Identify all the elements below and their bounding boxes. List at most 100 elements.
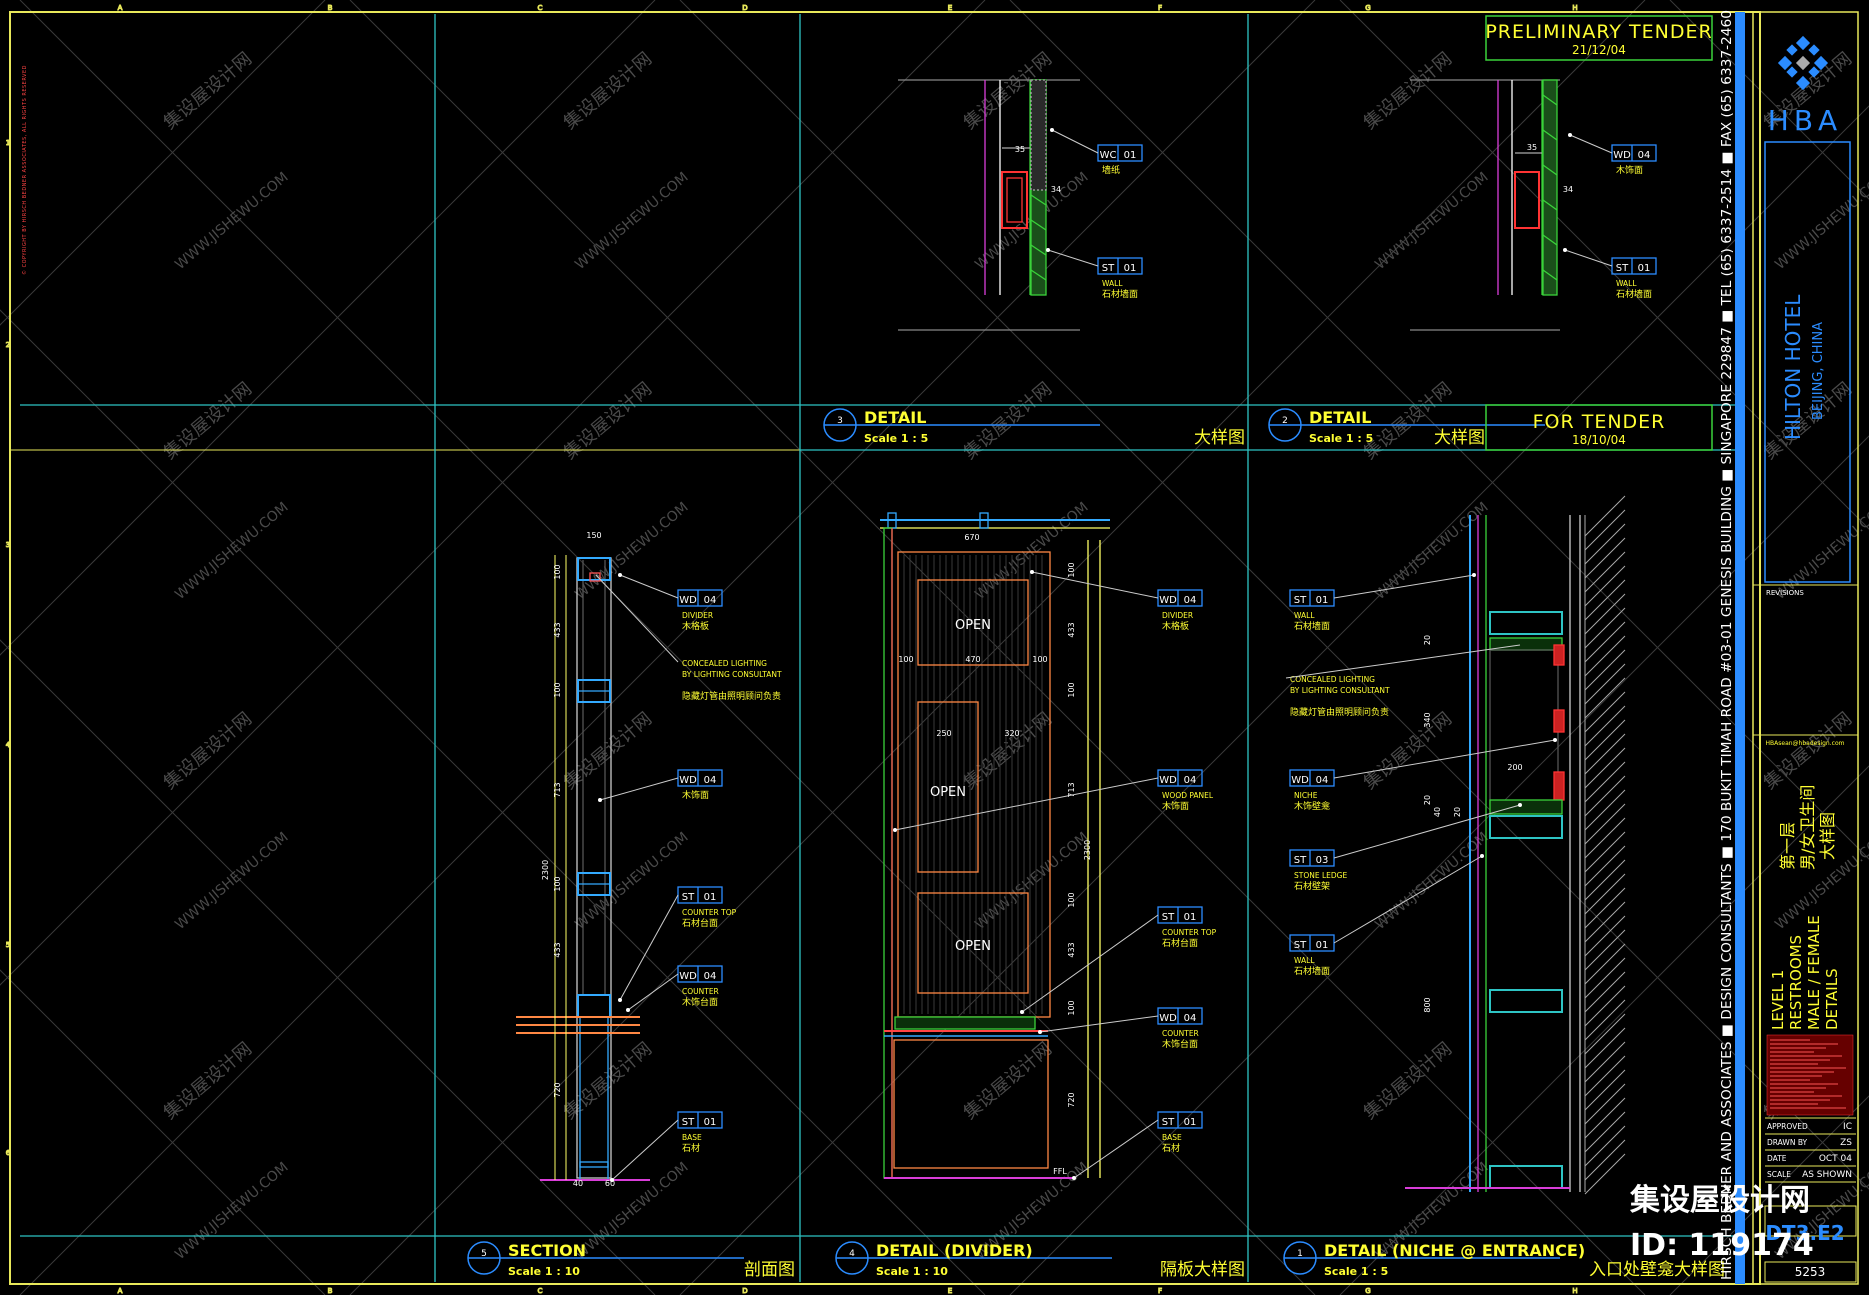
- sheet-room: RESTROOMS: [1787, 935, 1805, 1030]
- dim-label: 720: [553, 1082, 562, 1097]
- tag-en: COUNTER TOP: [1162, 928, 1217, 937]
- tag-cn: 木饰壁龛: [1294, 800, 1330, 812]
- dim-label: 100: [1067, 1000, 1076, 1015]
- sheet-cn-3: 大样图: [1818, 812, 1837, 860]
- tag-num: 01: [1316, 940, 1329, 951]
- red-notes-block: [1766, 1034, 1854, 1116]
- approved-value: IC: [1843, 1122, 1852, 1132]
- copyright-notice: © COPYRIGHT BY HIRSCH BEDNER ASSOCIATES,…: [21, 65, 28, 275]
- view-number: 5: [481, 1249, 487, 1259]
- dim-label: 100: [553, 682, 562, 697]
- dim-label: 250: [936, 729, 951, 738]
- dim-label: 34: [1051, 185, 1061, 194]
- col-marker-top: D: [742, 4, 747, 12]
- open-niche-3: [917, 892, 1029, 994]
- dim-label: 433: [553, 942, 562, 957]
- view-number: 4: [849, 1249, 855, 1259]
- job-number: 5253: [1795, 1265, 1826, 1279]
- tag-code: WD: [1291, 775, 1309, 786]
- niche-1-drawing: [1405, 495, 1626, 1195]
- view-number: 1: [1297, 1249, 1303, 1259]
- tag-en: BASE: [1162, 1133, 1182, 1142]
- view-number: 2: [1282, 416, 1288, 426]
- tag-num: 01: [704, 892, 717, 903]
- tag-cn: 石材墙面: [1294, 620, 1330, 632]
- detail-2-drawing: [1410, 79, 1560, 331]
- dim-label: 100: [1032, 655, 1047, 664]
- dim-label: 433: [1067, 942, 1076, 957]
- col-marker-top: G: [1365, 4, 1370, 12]
- view-cn-title: 大样图: [1434, 428, 1485, 448]
- dim-label: 670: [964, 533, 979, 542]
- tag-en: DIVIDER: [682, 611, 713, 620]
- tag-en: BASE: [682, 1133, 702, 1142]
- tag-cn: 石材台面: [682, 917, 718, 929]
- sheet-border: [9, 11, 1761, 1285]
- dim-label: 713: [1067, 782, 1076, 797]
- tag-code: WD: [1159, 595, 1177, 606]
- approved-label: APPROVED: [1767, 1122, 1808, 1131]
- tag-code: WD: [1613, 150, 1631, 161]
- tag-cn: 木饰面: [1616, 164, 1643, 176]
- tag-cn: 木格板: [682, 620, 709, 632]
- sheet-cn-1: 第一层: [1778, 822, 1797, 870]
- dim-label: 340: [1423, 712, 1432, 727]
- row-marker: 6: [6, 1149, 11, 1157]
- dim-label: 200: [1507, 763, 1522, 772]
- tag-cn: 木饰台面: [1162, 1038, 1198, 1050]
- stamp-preliminary-title: PRELIMINARY TENDER: [1485, 21, 1712, 43]
- hba-logo-icon: [1777, 35, 1829, 91]
- tag-num: 04: [704, 971, 717, 982]
- col-marker-top: A: [118, 4, 123, 12]
- dim-label: 100: [553, 876, 562, 891]
- sheet-gender: MALE / FEMALE: [1805, 915, 1823, 1030]
- dim-label: 720: [1067, 1092, 1076, 1107]
- tag-code: WD: [1159, 1013, 1177, 1024]
- scale-value: AS SHOWN: [1802, 1170, 1852, 1180]
- tag-en: WALL: [1294, 611, 1315, 620]
- view-scale: Scale 1 : 5: [1324, 1265, 1388, 1278]
- title-block: HBA HILTON HOTEL BEIJING, CHINA REVISION…: [1752, 11, 1859, 1285]
- tag-en: CONCEALED LIGHTING: [1290, 675, 1375, 684]
- col-marker-bottom: E: [948, 1287, 952, 1295]
- tag-code: ST: [1102, 263, 1115, 274]
- col-marker-bottom: A: [118, 1287, 123, 1295]
- stamp-preliminary-date: 21/12/04: [1572, 43, 1626, 57]
- open-label-1: OPEN: [955, 618, 991, 633]
- col-marker-bottom: B: [328, 1287, 333, 1295]
- stamp-for-tender: FOR TENDER 18/10/04: [1485, 404, 1713, 451]
- stamp-tender-date: 18/10/04: [1572, 433, 1626, 447]
- tag-cn: 隐藏灯管由照明顾问负责: [1290, 706, 1389, 718]
- section-5-drawing: [516, 555, 650, 1181]
- tag-en: WALL: [1294, 956, 1315, 965]
- tag-en: CONCEALED LIGHTING: [682, 659, 767, 668]
- tag-cn: 木饰台面: [682, 996, 718, 1008]
- tag-en: WALL: [1616, 279, 1637, 288]
- tag-code: ST: [1162, 1117, 1175, 1128]
- tag-cn: 石材台面: [1162, 937, 1198, 949]
- hba-logo-text: HBA: [1768, 104, 1842, 137]
- detail-3-drawing: [898, 79, 1080, 331]
- tag-en: NICHE: [1294, 791, 1318, 800]
- dim-label: 35: [1015, 145, 1025, 154]
- view-frames: [20, 14, 1745, 1282]
- row-marker: 2: [6, 341, 10, 349]
- tag-cn: 石材墙面: [1616, 288, 1652, 300]
- tag-cn: 隐藏灯管由照明顾问负责: [682, 690, 781, 702]
- scale-label: SCALE: [1767, 1170, 1791, 1179]
- sheet-level: LEVEL 1: [1769, 970, 1787, 1030]
- date-label: DATE: [1767, 1154, 1787, 1163]
- project-name: HILTON HOTEL: [1781, 294, 1805, 440]
- revisions-label: REVISIONS: [1766, 589, 1804, 597]
- tag-code: WD: [679, 971, 697, 982]
